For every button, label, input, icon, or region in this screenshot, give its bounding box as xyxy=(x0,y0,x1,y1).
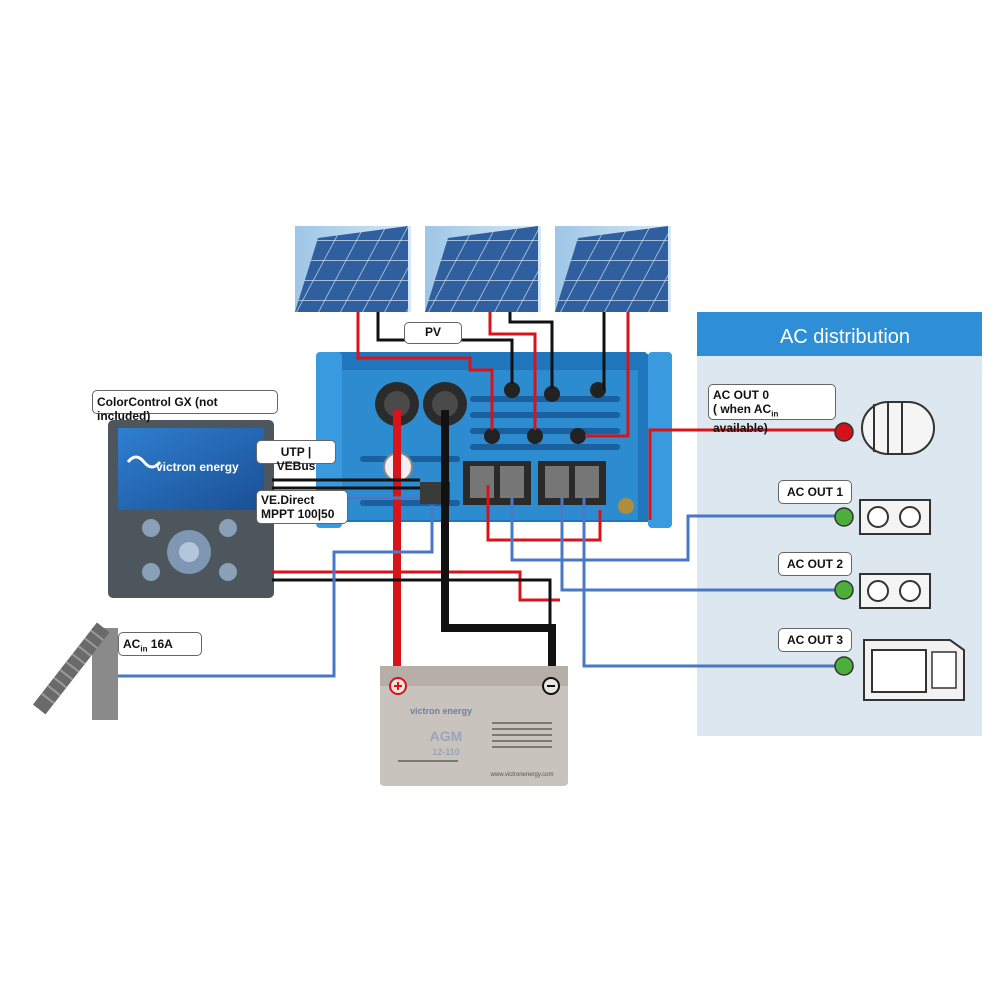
battery-model-line2: 12-110 xyxy=(432,747,460,757)
pv-label: PV xyxy=(404,322,462,344)
screen-logo-text: victron energy xyxy=(156,460,239,474)
colorcontrol-label: ColorControl GX (not included) xyxy=(92,390,278,423)
vedirect-line2: MPPT 100|50 xyxy=(261,507,335,521)
microwave-icon xyxy=(863,639,965,701)
ac-out0-led xyxy=(834,422,854,442)
acin-prefix: AC xyxy=(123,637,141,651)
lightbulb-icon xyxy=(861,401,935,455)
ac-out2-led xyxy=(834,580,854,600)
grid-plug-icon xyxy=(32,622,118,720)
ac-distribution-header xyxy=(697,312,982,356)
ac-out2-label: AC OUT 2 xyxy=(778,552,852,576)
battery-model-line1: AGM xyxy=(430,728,463,744)
ac-out0-suffix: available) xyxy=(713,421,768,436)
ac-out1-led xyxy=(834,507,854,527)
battery-url-text: www.victronenergy.com xyxy=(490,772,554,778)
vedirect-line1: VE.Direct xyxy=(261,493,315,507)
vedirect-label: VE.Direct MPPT 100|50 xyxy=(256,490,348,524)
ac-out0-prefix: ( when AC xyxy=(713,402,772,416)
battery-logo-text: victron energy xyxy=(410,706,472,716)
acin-sub: in xyxy=(140,644,148,654)
battery-icon: victron energy AGM 12-110 www.victronene… xyxy=(380,666,568,786)
solar-panel-icon xyxy=(555,226,671,312)
colorcontrol-gx-device: victron energy xyxy=(108,420,274,598)
socket-icon xyxy=(859,573,931,609)
ac-out0-sub: in xyxy=(771,409,779,419)
ac-distribution-title: AC distribution xyxy=(779,326,911,348)
solar-panel-icon xyxy=(295,226,411,312)
ac-out3-label: AC OUT 3 xyxy=(778,628,852,652)
black-wires xyxy=(272,312,606,645)
solar-panel-icon xyxy=(425,226,541,312)
ac-out0-label: AC OUT 0 ( when ACin available) xyxy=(708,384,836,435)
utp-vebus-label: UTP | VEBus xyxy=(256,440,336,473)
ac-out1-label: AC OUT 1 xyxy=(778,480,852,504)
battery-negative-cable xyxy=(441,410,556,672)
acin-suffix: 16A xyxy=(147,637,173,651)
ac-out0-line1: AC OUT 0 xyxy=(713,388,770,402)
multiplus-inverter xyxy=(316,352,672,528)
ac-out3-led xyxy=(834,656,854,676)
socket-icon xyxy=(859,499,931,535)
acin-label: ACin 16A xyxy=(118,632,202,656)
